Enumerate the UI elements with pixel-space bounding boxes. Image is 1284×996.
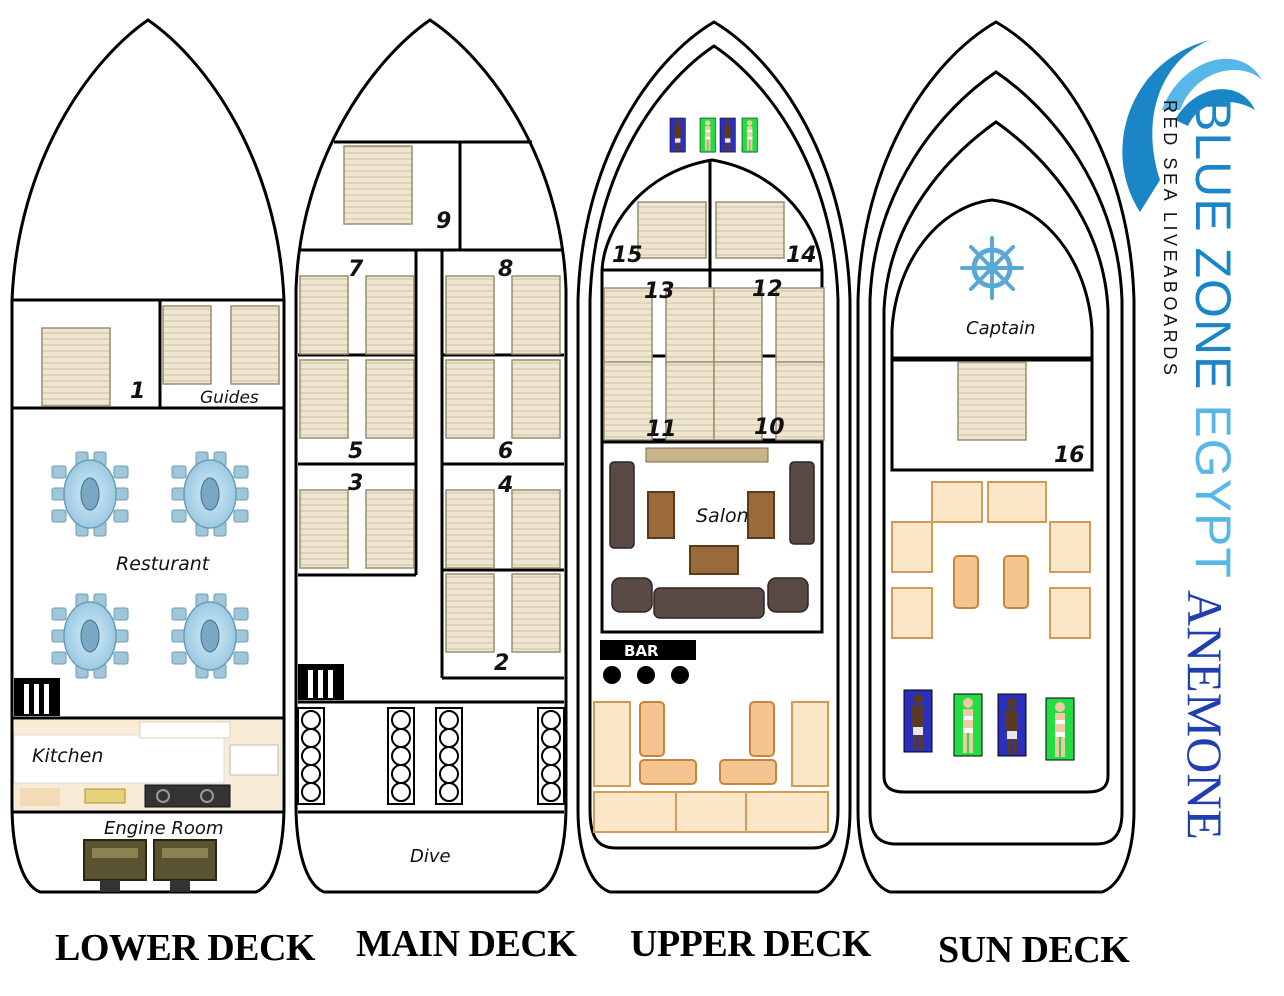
bar-counter: [600, 640, 696, 660]
cabin-5-number: 5: [348, 439, 363, 464]
sun-lounge-seating: [891, 481, 1091, 639]
cabin-4-number: 4: [497, 473, 513, 498]
boat-name: ANEMONE: [1177, 590, 1233, 840]
engine-icon: [83, 839, 217, 892]
upper-deck-hull-inner: [588, 44, 840, 850]
cabin-9-number: 9: [436, 209, 451, 234]
main-deck: 9 7 8 5 6 3 4 2 Dive MAIN DECK: [294, 18, 578, 965]
cabin-14-number: 14: [786, 243, 817, 268]
cabin-10-number: 10: [754, 415, 785, 440]
cabin-2-number: 2: [494, 651, 509, 676]
cabin-13-number: 13: [644, 279, 675, 304]
restaurant-label: Resturant: [116, 553, 211, 575]
main-stairs-icon: [298, 664, 344, 700]
lower-deck-label: LOWER DECK: [55, 927, 316, 969]
main-deck-hull: [294, 18, 568, 894]
sun-deck-label: SUN DECK: [938, 929, 1130, 971]
brand-logo: BLUE ZONEEGYPT RED SEA LIVEABOARDS: [1122, 40, 1262, 579]
cabin-15-number: 15: [612, 243, 643, 268]
cabin-6-number: 6: [498, 439, 513, 464]
engine-room-label: Engine Room: [104, 818, 223, 839]
cabin-12-number: 12: [752, 277, 783, 302]
guides-label: Guides: [200, 388, 259, 408]
captain-label: Captain: [966, 318, 1036, 339]
cabin-1-number: 1: [130, 379, 145, 404]
salon-sofas: [609, 461, 815, 619]
salon-label: Salon: [696, 505, 749, 527]
brand-name: BLUE ZONEEGYPT: [1185, 98, 1241, 579]
cabin-16-number: 16: [1054, 443, 1085, 468]
brand-tagline: RED SEA LIVEABOARDS: [1160, 100, 1180, 378]
bar-label: BAR: [624, 642, 659, 660]
lower-deck: 1 Guides Resturant Kitchen Engine Room L…: [10, 18, 316, 969]
cabin-7-number: 7: [348, 257, 364, 282]
sun-deck: Captain 16 SUN DECK: [856, 20, 1136, 971]
ship-wheel-icon: [960, 236, 1024, 300]
upper-deck: 15 14 13 12 11 10 Salon BAR: [576, 20, 872, 965]
kitchen-area: [13, 720, 282, 810]
sun-deck-hull-mid: [868, 70, 1124, 846]
sun-deck-hull-inner: [882, 120, 1110, 794]
cabin-11-number: 11: [646, 417, 677, 442]
cabin-3-number: 3: [348, 471, 363, 496]
aft-lounge-seating: [593, 701, 829, 833]
dive-label: Dive: [410, 846, 451, 867]
upper-deck-label: UPPER DECK: [630, 923, 872, 965]
cabin-8-number: 8: [498, 257, 513, 282]
main-deck-label: MAIN DECK: [356, 923, 577, 965]
wave-logo-icon: [1122, 40, 1262, 212]
kitchen-label: Kitchen: [32, 745, 103, 767]
lower-stairs-icon: [14, 678, 60, 716]
